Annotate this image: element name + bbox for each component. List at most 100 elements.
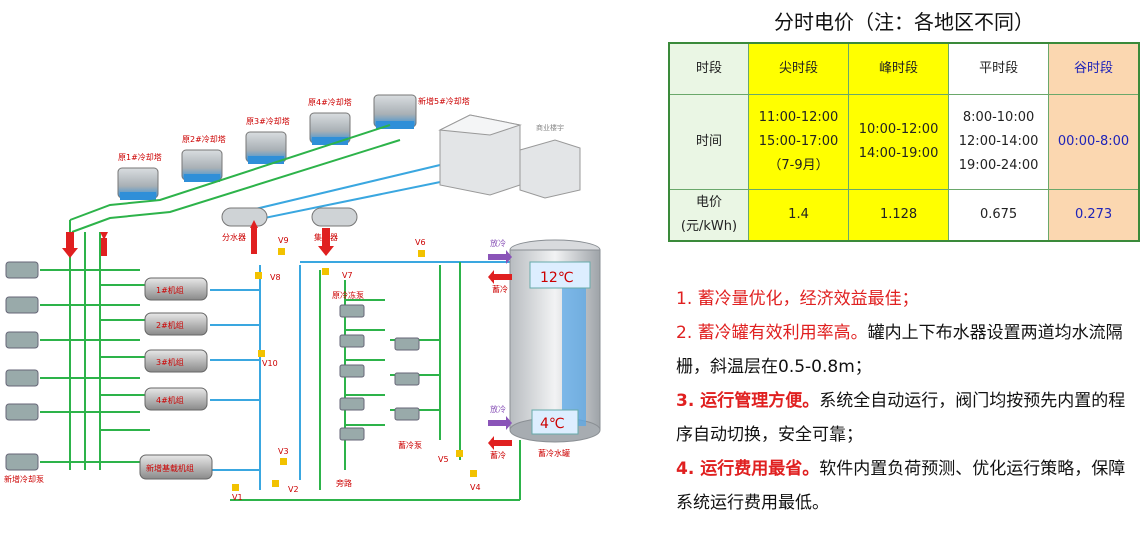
release-top-label: 放冷 <box>490 238 506 248</box>
valve-label: V3 <box>278 447 289 456</box>
tank-bottom-temp: 4℃ <box>540 416 565 432</box>
valve-label: V5 <box>438 455 449 464</box>
header-sharp: 尖时段 <box>747 42 850 95</box>
tower-label: 新增5#冷却塔 <box>418 96 470 106</box>
note-1-text: 1. 蓄冷量优化，经济效益最佳； <box>676 289 919 309</box>
header-period: 时段 <box>668 42 749 95</box>
valve-label: V8 <box>270 273 281 282</box>
charge-top-label: 蓄冷 <box>492 284 508 294</box>
building: 商业楼宇 <box>438 114 581 199</box>
valve-label: V4 <box>470 483 481 492</box>
note-3: 3. 运行管理方便。系统全自动运行，阀门均按预先内置的程序自动切换，安全可靠； <box>676 384 1136 452</box>
tank-label: 蓄冷水罐 <box>538 448 570 458</box>
tower-label: 原4#冷却塔 <box>308 97 352 107</box>
price-label-line2: (元/kWh) <box>680 219 738 234</box>
note-2-body: 罐内上下布水器设置两道均水流隔栅，斜温层在0.5-0.8m； <box>676 323 1123 377</box>
chilled-water-pipes <box>210 164 510 490</box>
time-range: 14:00-19:00 <box>858 146 939 161</box>
cold-storage-system-diagram: 原1#冷却塔 原2#冷却塔 原3#冷却塔 原4#冷却塔 新增5#冷却塔 <box>4 94 601 502</box>
sharp-price: 1.4 <box>747 189 850 242</box>
table-row: 时段 尖时段 峰时段 平时段 谷时段 <box>668 42 1140 95</box>
chiller-5: 新增基载机组 <box>139 454 213 480</box>
valley-times: 00:00-8:00 <box>1048 94 1140 190</box>
cooling-tower-3: 原3#冷却塔 <box>245 116 290 164</box>
secondary-pipes <box>230 262 521 501</box>
storage-pump-label: 蓄冷泵 <box>398 440 422 450</box>
storage-tank: 12℃ 4℃ 蓄冷水罐 <box>509 239 601 458</box>
peak-times: 10:00-12:00 14:00-19:00 <box>848 94 950 190</box>
tower-label: 原3#冷却塔 <box>246 116 290 126</box>
valley-price: 0.273 <box>1048 189 1140 242</box>
splitter: 分水器 <box>221 207 268 242</box>
valve-label: V7 <box>342 271 353 280</box>
chiller-label: 1#机组 <box>156 285 184 295</box>
chilled-pumps: 原冷冻泵 <box>332 290 365 441</box>
note-4: 4. 运行费用最省。软件内置负荷预测、优化运行策略，保障系统运行费用最低。 <box>676 452 1136 520</box>
valve-label: V9 <box>278 236 289 245</box>
chillers: 1#机组 2#机组 3#机组 4#机组 新增基载机组 <box>139 277 213 480</box>
valve-label: V1 <box>232 493 243 502</box>
cooling-pumps: 新增冷却泵 <box>4 261 44 484</box>
valves: V1 V2 V3 V4 V5 V6 V7 V8 V9 V10 <box>232 236 481 502</box>
cooling-tower-2: 原2#冷却塔 <box>181 134 226 182</box>
time-range: 15:00-17:00 <box>758 134 839 149</box>
price-label: 电价 (元/kWh) <box>668 189 749 242</box>
building-label: 商业楼宇 <box>536 123 564 132</box>
tariff-title: 分时电价（注：各地区不同） <box>774 10 1034 34</box>
time-range: 8:00-10:00 <box>962 110 1035 125</box>
note-2-head: 2. 蓄冷罐有效利用率高。 <box>676 323 868 343</box>
chiller-label: 3#机组 <box>156 357 184 367</box>
flat-price: 0.675 <box>948 189 1050 242</box>
storage-pumps: 蓄冷泵 <box>394 337 422 450</box>
tower-label: 原2#冷却塔 <box>182 134 226 144</box>
time-range: 19:00-24:00 <box>958 158 1039 173</box>
cooling-water-pipes <box>40 124 401 470</box>
cooling-tower-5: 新增5#冷却塔 <box>373 94 470 129</box>
cooling-tower-4: 原4#冷却塔 <box>308 97 352 145</box>
bypass-label: 旁路 <box>336 478 352 488</box>
valve-label: V6 <box>415 238 426 247</box>
release-bottom-label: 放冷 <box>490 404 506 414</box>
price-label-line1: 电价 <box>695 195 722 210</box>
chilled-pump-label: 原冷冻泵 <box>332 290 364 300</box>
sharp-times: 11:00-12:00 15:00-17:00 （7-9月） <box>747 94 850 190</box>
time-range: 11:00-12:00 <box>758 110 839 125</box>
tank-flow-labels: 放冷 蓄冷 放冷 蓄冷 <box>488 238 512 460</box>
table-row: 电价 (元/kWh) 1.4 1.128 0.675 0.273 <box>668 189 1140 242</box>
tank-top-temp: 12℃ <box>540 270 574 286</box>
time-label: 时间 <box>668 94 749 190</box>
chiller-2: 2#机组 <box>144 312 208 336</box>
header-flat: 平时段 <box>948 42 1050 95</box>
splitter-label: 分水器 <box>222 232 246 242</box>
chiller-1: 1#机组 <box>144 277 208 301</box>
collector: 集水器 <box>311 207 358 242</box>
note-4-head: 4. 运行费用最省。 <box>676 459 820 479</box>
time-range: 12:00-14:00 <box>958 134 1039 149</box>
feature-notes: 1. 蓄冷量优化，经济效益最佳； 2. 蓄冷罐有效利用率高。罐内上下布水器设置两… <box>676 282 1136 520</box>
flow-arrows <box>62 220 334 258</box>
cooling-pump-label: 新增冷却泵 <box>4 474 44 484</box>
note-2: 2. 蓄冷罐有效利用率高。罐内上下布水器设置两道均水流隔栅，斜温层在0.5-0.… <box>676 316 1136 384</box>
peak-price: 1.128 <box>848 189 950 242</box>
valve-label: V2 <box>288 485 299 494</box>
table-row: 时间 11:00-12:00 15:00-17:00 （7-9月） 10:00-… <box>668 94 1140 190</box>
chiller-label: 2#机组 <box>156 320 184 330</box>
flat-times: 8:00-10:00 12:00-14:00 19:00-24:00 <box>948 94 1050 190</box>
chiller-label: 新增基载机组 <box>146 463 194 473</box>
valve-label: V10 <box>262 359 278 368</box>
note-4-body: 软件内置负荷预测、优化运行策略，保障系统运行费用最低。 <box>676 459 1126 513</box>
header-valley: 谷时段 <box>1048 42 1140 95</box>
note-3-head: 3. 运行管理方便。 <box>676 391 820 411</box>
time-range: 00:00-8:00 <box>1057 134 1130 149</box>
chiller-4: 4#机组 <box>144 387 208 411</box>
time-range: 10:00-12:00 <box>858 122 939 137</box>
chiller-3: 3#机组 <box>144 349 208 373</box>
note-3-body: 系统全自动运行，阀门均按预先内置的程序自动切换，安全可靠； <box>676 391 1126 445</box>
time-note: （7-9月） <box>768 158 829 173</box>
cooling-tower-1: 原1#冷却塔 <box>117 152 162 200</box>
charge-bottom-label: 蓄冷 <box>490 450 506 460</box>
tariff-table: 时段 尖时段 峰时段 平时段 谷时段 时间 11:00-12:00 15:00-… <box>668 42 1140 242</box>
chiller-label: 4#机组 <box>156 395 184 405</box>
note-1: 1. 蓄冷量优化，经济效益最佳； <box>676 282 1136 316</box>
tower-label: 原1#冷却塔 <box>118 152 162 162</box>
